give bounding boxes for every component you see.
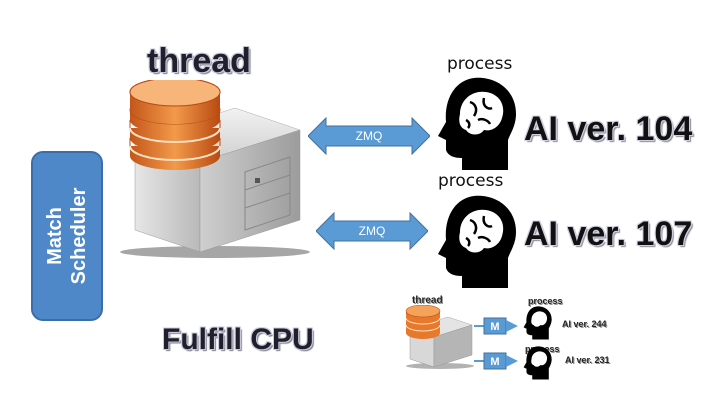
thumb-head-icon-2: [523, 346, 552, 380]
thumb-link-label-1: M: [490, 321, 499, 333]
thumb-head-icon-1: [523, 306, 552, 340]
server-icon: [120, 80, 310, 258]
thumb-ai-label-1: AI ver. 244: [562, 319, 607, 329]
thumb-server-icon: [405, 305, 474, 369]
head-brain-icon-1: [438, 77, 516, 170]
match-scheduler-label: Match Scheduler: [43, 188, 91, 285]
thread-title: thread: [147, 42, 251, 80]
zmq-link-label-2: ZMQ: [359, 224, 386, 238]
thumb-process-label-1: process: [528, 296, 563, 306]
head-brain-icon-2: [438, 195, 516, 288]
process-label-1: process: [447, 54, 513, 74]
fulfill-cpu-title: Fulfill CPU: [162, 323, 314, 356]
scheduler-line2: Scheduler: [68, 187, 90, 285]
scheduler-line1: Match: [44, 207, 66, 265]
thumb-arrow-icon-2: M: [474, 352, 518, 370]
thumb-ai-label-2: AI ver. 231: [565, 355, 610, 365]
ai-version-label-2: AI ver. 107: [524, 215, 693, 253]
process-label-2: process: [438, 171, 504, 191]
thumb-link-label-2: M: [490, 356, 499, 368]
thumb-thread-label: thread: [412, 295, 443, 306]
double-arrow-icon-1: ZMQ: [308, 116, 430, 156]
ai-version-label-1: AI ver. 104: [524, 110, 693, 148]
match-scheduler-box: Match Scheduler: [31, 151, 103, 321]
zmq-link-label-1: ZMQ: [356, 129, 383, 143]
thumb-arrow-icon-1: M: [474, 317, 518, 335]
double-arrow-icon-2: ZMQ: [316, 211, 428, 251]
database-icon: [129, 80, 221, 170]
